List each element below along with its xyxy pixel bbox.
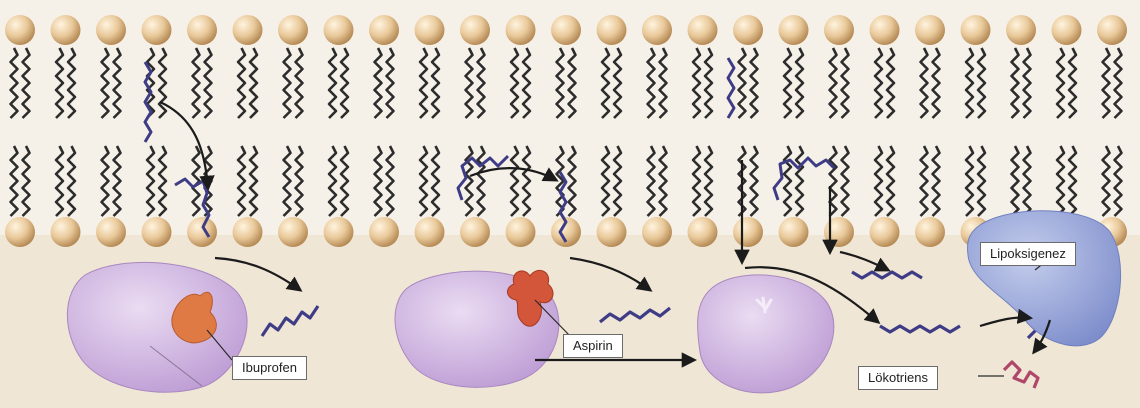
lipid-head — [278, 217, 308, 247]
lipid-head — [824, 217, 854, 247]
lipid-head — [415, 217, 445, 247]
lipid-head — [324, 217, 354, 247]
lipid-head — [187, 15, 217, 45]
leukotriene-label: Lökotriens — [858, 366, 938, 390]
lipid-head — [506, 217, 536, 247]
lipid-head — [915, 15, 945, 45]
lipid-head — [369, 15, 399, 45]
lipid-head — [142, 15, 172, 45]
lipid-head — [278, 15, 308, 45]
lipid-head — [870, 15, 900, 45]
lipid-head — [824, 15, 854, 45]
lipid-head — [597, 217, 627, 247]
lipid-head — [460, 15, 490, 45]
lipid-head — [915, 217, 945, 247]
lipid-head — [51, 15, 81, 45]
lipid-head — [688, 15, 718, 45]
lipid-head — [5, 15, 35, 45]
lipid-head — [233, 15, 263, 45]
lipid-head — [779, 217, 809, 247]
lipid-head — [187, 217, 217, 247]
lipid-head — [642, 217, 672, 247]
lipid-head — [1052, 15, 1082, 45]
lipid-head — [415, 15, 445, 45]
lipid-head — [1097, 15, 1127, 45]
lipid-head — [5, 217, 35, 247]
lipid-head — [96, 217, 126, 247]
lipid-head — [779, 15, 809, 45]
lipid-head — [597, 15, 627, 45]
lipid-head — [870, 217, 900, 247]
lipid-head — [551, 15, 581, 45]
lipid-head — [369, 217, 399, 247]
lipid-head — [142, 217, 172, 247]
lipid-head — [324, 15, 354, 45]
lipid-head — [233, 217, 263, 247]
lipid-head — [733, 15, 763, 45]
aspirin-label: Aspirin — [563, 334, 623, 358]
lipid-head — [642, 15, 672, 45]
lipid-head — [733, 217, 763, 247]
lipoxygenase-label: Lipoksigenez — [980, 242, 1076, 266]
lipid-head — [460, 217, 490, 247]
lipid-head — [1006, 15, 1036, 45]
lipid-head — [96, 15, 126, 45]
lipid-head — [961, 15, 991, 45]
lipid-head — [506, 15, 536, 45]
lipid-head — [51, 217, 81, 247]
ibuprofen-label: Ibuprofen — [232, 356, 307, 380]
lipid-head — [688, 217, 718, 247]
